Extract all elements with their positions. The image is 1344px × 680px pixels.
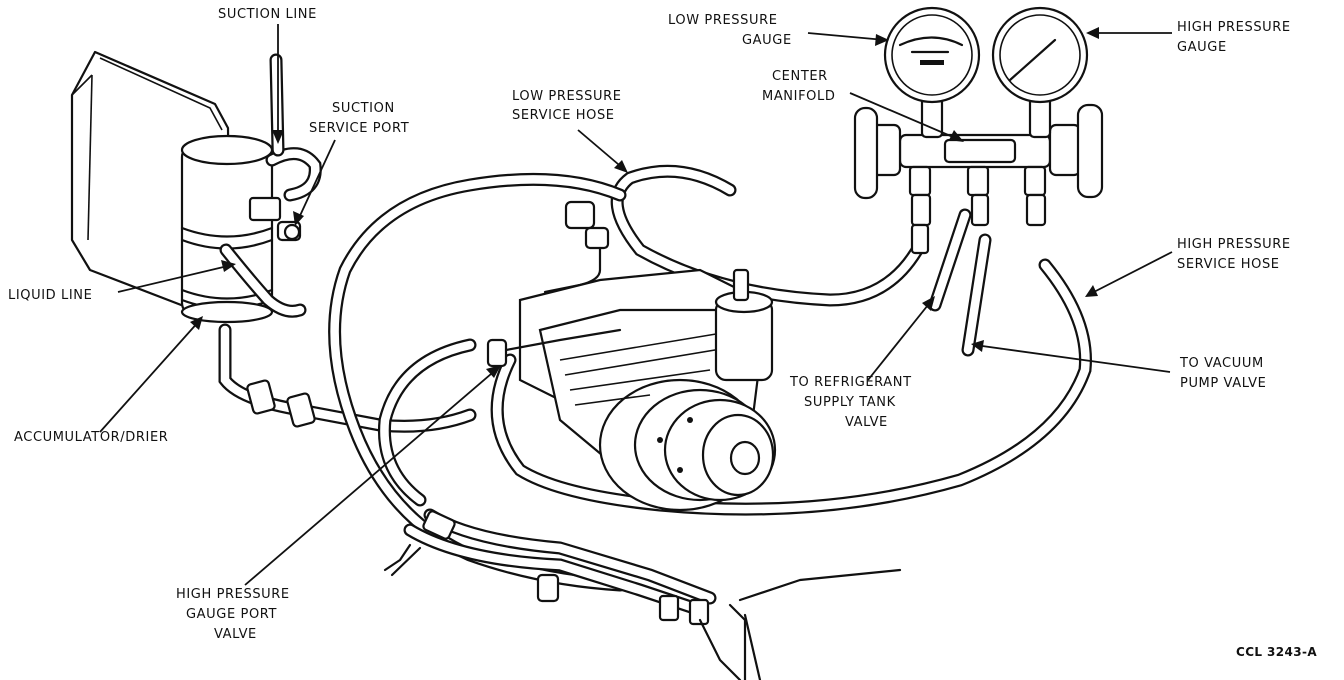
label-line: LOW PRESSURE	[512, 89, 622, 104]
leader-lines	[99, 24, 1173, 586]
high-pressure-gauge-port-valve	[486, 328, 622, 368]
label-line: SUCTION LINE	[218, 7, 317, 22]
label-suction-line: SUCTION LINE	[218, 7, 317, 22]
manifold-gauge-set	[853, 93, 1104, 255]
label-line: LIQUID LINE	[8, 288, 92, 303]
label-line: HIGH PRESSURE	[176, 587, 290, 602]
label-center-manifold: CENTER MANIFOLD	[762, 69, 835, 104]
label-accumulator-drier: ACCUMULATOR/DRIER	[14, 430, 168, 445]
arrowheads	[190, 27, 1099, 378]
label-line: GAUGE PORT	[186, 607, 277, 622]
label-line: SERVICE PORT	[309, 121, 409, 136]
label-liquid-line: LIQUID LINE	[8, 288, 92, 303]
label-line: SERVICE HOSE	[1177, 257, 1280, 272]
label-high-pressure-service-hose: HIGH PRESSURE SERVICE HOSE	[1177, 237, 1291, 272]
label-high-pressure-gauge-port-valve: HIGH PRESSURE GAUGE PORT VALVE	[176, 587, 290, 642]
label-line: SERVICE HOSE	[512, 108, 615, 123]
label-line: TO REFRIGERANT	[789, 375, 912, 390]
label-low-pressure-service-hose: LOW PRESSURE SERVICE HOSE	[512, 89, 622, 123]
label-suction-service-port: SUCTION SERVICE PORT	[309, 101, 409, 136]
label-high-pressure-gauge: HIGH PRESSURE GAUGE	[1177, 20, 1291, 55]
label-line: LOW PRESSURE	[668, 13, 778, 28]
label-line: HIGH PRESSURE	[1177, 237, 1291, 252]
compressor	[518, 268, 777, 512]
label-line: HIGH PRESSURE	[1177, 20, 1291, 35]
label-line: ACCUMULATOR/DRIER	[14, 430, 168, 445]
label-to-refrigerant-supply-tank-valve: TO REFRIGERANT SUPPLY TANK VALVE	[789, 375, 912, 430]
label-line: CENTER	[772, 69, 828, 84]
frame-structure	[698, 568, 902, 680]
suction-service-port	[248, 196, 302, 242]
label-line: GAUGE	[742, 33, 792, 48]
label-line: PUMP VALVE	[1180, 376, 1266, 391]
label-to-vacuum-pump-valve: TO VACUUM PUMP VALVE	[1179, 356, 1266, 391]
label-line: SUPPLY TANK	[804, 395, 896, 410]
high-pressure-gauge	[991, 6, 1089, 104]
label-line: MANIFOLD	[762, 89, 835, 104]
label-line: SUCTION	[332, 101, 395, 116]
figure-reference: CCL 3243-A	[1236, 645, 1317, 659]
label-line: GAUGE	[1177, 40, 1227, 55]
lower-fittings	[383, 510, 710, 626]
label-line: VALVE	[214, 627, 257, 642]
compressor-top-fitting	[543, 200, 610, 294]
label-line: VALVE	[845, 415, 888, 430]
label-low-pressure-gauge: LOW PRESSURE GAUGE	[668, 13, 792, 48]
label-line: TO VACUUM	[1179, 356, 1264, 371]
low-pressure-gauge	[883, 6, 981, 104]
